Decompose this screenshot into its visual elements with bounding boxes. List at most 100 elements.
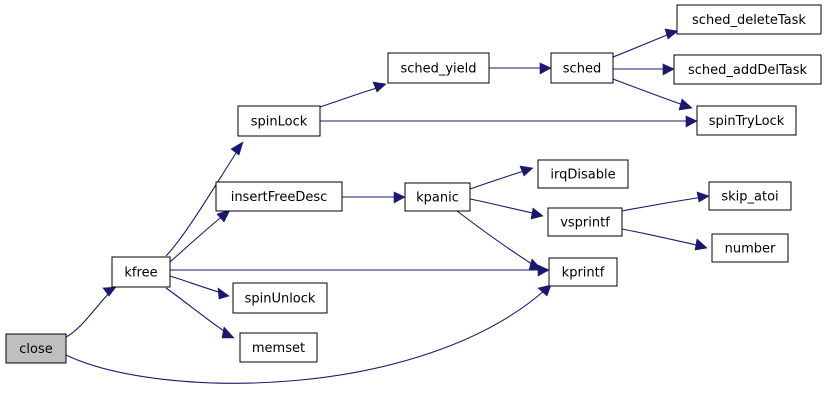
node-box[interactable] xyxy=(5,333,67,364)
node-box[interactable] xyxy=(387,52,490,84)
node-box[interactable] xyxy=(676,4,822,35)
node-spinLock[interactable]: spinLock xyxy=(237,105,321,137)
arrowhead-icon xyxy=(230,141,244,156)
node-label: sched xyxy=(563,62,601,77)
edge-kpanic-to-kprintf xyxy=(456,210,543,271)
edge-line xyxy=(456,210,536,267)
arrowhead-icon xyxy=(216,209,231,223)
arrowhead-icon xyxy=(393,191,406,204)
node-label: spinTryLock xyxy=(709,114,785,129)
edge-kfree-to-insertFreeDesc xyxy=(169,209,231,263)
edge-kpanic-to-vsprintf xyxy=(469,198,544,220)
node-box[interactable] xyxy=(548,257,618,287)
arrowhead-icon xyxy=(519,165,534,177)
node-box[interactable] xyxy=(708,181,792,211)
edge-line xyxy=(165,149,239,257)
edge-insertFreeDesc-to-kpanic xyxy=(342,191,406,204)
node-vsprintf[interactable]: vsprintf xyxy=(547,207,623,237)
nodes-layer: close kfree spinLock insertFreeDesc spinUnlo… xyxy=(5,4,822,364)
arrowhead-icon xyxy=(530,207,544,220)
edge-line xyxy=(65,289,546,384)
node-label: kfree xyxy=(124,266,157,281)
node-box[interactable] xyxy=(537,159,629,189)
edge-spinLock-to-sched_yield xyxy=(319,81,387,108)
node-close[interactable]: close xyxy=(5,333,67,364)
edge-sched_yield-to-sched xyxy=(489,62,552,75)
edge-kfree-to-kprintf xyxy=(170,264,550,277)
arrowhead-icon xyxy=(537,264,550,277)
node-label: spinLock xyxy=(251,115,308,130)
node-box[interactable] xyxy=(215,181,343,212)
node-spinUnlock[interactable]: spinUnlock xyxy=(232,282,328,314)
node-label: close xyxy=(19,342,52,357)
node-label: number xyxy=(725,242,776,257)
edge-line xyxy=(621,196,704,212)
edge-line xyxy=(169,275,223,294)
node-box[interactable] xyxy=(404,182,471,212)
node-box[interactable] xyxy=(696,105,797,136)
node-sched[interactable]: sched xyxy=(550,52,614,84)
arrowhead-icon xyxy=(372,81,387,93)
arrowhead-icon xyxy=(217,287,230,300)
node-label: kprintf xyxy=(562,266,605,281)
arrowhead-icon xyxy=(539,62,552,75)
edge-close-to-kfree xyxy=(65,286,117,338)
node-box[interactable] xyxy=(711,233,789,263)
node-spinTryLock[interactable]: spinTryLock xyxy=(696,105,797,136)
node-box[interactable] xyxy=(111,256,171,288)
edge-kpanic-to-irqDisable xyxy=(469,165,534,190)
arrowhead-icon xyxy=(102,286,117,297)
edge-sched-to-spinTryLock xyxy=(612,78,693,111)
node-box[interactable] xyxy=(547,207,623,237)
edge-sched-to-sched_deleteTask xyxy=(612,28,679,58)
node-skip_atoi[interactable]: skip_atoi xyxy=(708,181,792,211)
node-label: skip_atoi xyxy=(721,190,778,205)
arrowhead-icon xyxy=(528,258,543,271)
arrowhead-icon xyxy=(537,284,552,297)
edge-spinLock-to-spinTryLock xyxy=(320,115,698,128)
edge-line xyxy=(169,214,225,263)
node-box[interactable] xyxy=(673,54,822,85)
edge-line xyxy=(612,78,687,107)
node-kpanic[interactable]: kpanic xyxy=(404,182,471,212)
node-label: memset xyxy=(252,341,305,356)
node-box[interactable] xyxy=(237,105,321,137)
edge-line xyxy=(612,32,673,58)
node-label: irqDisable xyxy=(550,168,615,183)
node-irqDisable[interactable]: irqDisable xyxy=(537,159,629,189)
edge-line xyxy=(469,169,528,190)
node-label: vsprintf xyxy=(560,216,610,231)
node-label: spinUnlock xyxy=(245,292,316,307)
node-kprintf[interactable]: kprintf xyxy=(548,257,618,287)
edge-kfree-to-memset xyxy=(165,287,235,339)
node-number[interactable]: number xyxy=(711,233,789,263)
edge-line xyxy=(319,86,381,108)
node-sched_addDelTask[interactable]: sched_addDelTask xyxy=(673,54,822,85)
arrowhead-icon xyxy=(685,115,698,128)
arrowhead-icon xyxy=(678,98,693,111)
edge-line xyxy=(469,198,538,215)
edge-sched-to-sched_addDelTask xyxy=(613,63,675,76)
node-sched_deleteTask[interactable]: sched_deleteTask xyxy=(676,4,822,35)
edge-vsprintf-to-skip_atoi xyxy=(621,191,710,212)
edge-kfree-to-spinUnlock xyxy=(169,275,230,300)
node-insertFreeDesc[interactable]: insertFreeDesc xyxy=(215,181,343,212)
node-memset[interactable]: memset xyxy=(239,332,318,363)
arrowhead-icon xyxy=(696,191,710,203)
arrowhead-icon xyxy=(664,28,679,40)
node-box[interactable] xyxy=(550,52,614,84)
arrowhead-icon xyxy=(221,326,235,339)
node-kfree[interactable]: kfree xyxy=(111,256,171,288)
node-sched_yield[interactable]: sched_yield xyxy=(387,52,490,84)
edge-line xyxy=(621,228,702,247)
node-box[interactable] xyxy=(239,332,318,363)
node-box[interactable] xyxy=(232,282,328,314)
edge-close-to-kprintf xyxy=(65,284,552,384)
edge-kfree-to-spinLock xyxy=(165,141,244,257)
edge-vsprintf-to-number xyxy=(621,228,708,251)
node-label: sched_addDelTask xyxy=(688,63,808,78)
arrowhead-icon xyxy=(694,238,708,251)
edges-layer xyxy=(65,28,710,384)
